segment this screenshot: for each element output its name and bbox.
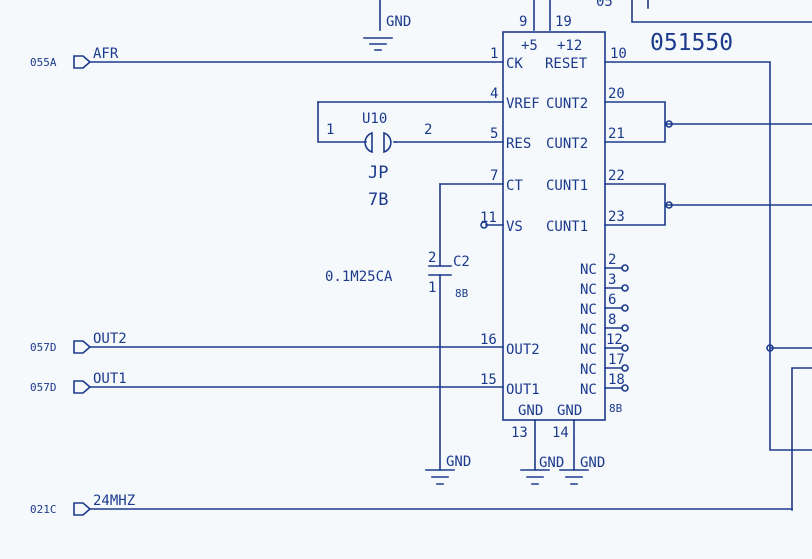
jumper-type: JP — [368, 163, 388, 183]
connector-arrow-out1 — [73, 380, 92, 394]
cunt1-junction — [665, 201, 673, 209]
capacitor-location: 8B — [455, 287, 469, 300]
pin-name-cunt1-b: CUNT1 — [546, 219, 588, 235]
gnd-symbol-top — [363, 37, 393, 51]
offpage-connector-out1: 057D OUT1 — [30, 371, 127, 394]
nc-label-12: NC — [580, 342, 597, 358]
pin-number-1: 1 — [490, 46, 498, 62]
pin-name-cunt2-a: CUNT2 — [546, 96, 588, 112]
jumper-ref: U10 — [362, 111, 387, 127]
top-fragments: GND 05 — [363, 0, 812, 51]
nc-pin-number-2: 2 — [608, 252, 616, 268]
pin-number-15: 15 — [480, 372, 497, 388]
gnd-symbol-c2 — [425, 469, 455, 485]
pin-name-cunt2-b: CUNT2 — [546, 136, 588, 152]
jumper-pin-2: 2 — [424, 122, 432, 138]
nc-label-18: NC — [580, 382, 597, 398]
jumper-pin-1: 1 — [326, 122, 334, 138]
pin-name-ck: CK — [506, 56, 523, 72]
capacitor-c2: 2 1 C2 8B 0.1M25CA — [325, 183, 470, 471]
pin-number-7: 7 — [490, 168, 498, 184]
capacitor-pin-1: 1 — [428, 280, 436, 296]
connector-ref-out2: 057D — [30, 341, 57, 354]
pin-number-13: 13 — [511, 425, 528, 441]
connector-arrow-24mhz — [73, 502, 92, 516]
connector-ref-out1: 057D — [30, 381, 57, 394]
pin-name-reset: RESET — [545, 56, 588, 72]
pin-number-16: 16 — [480, 332, 497, 348]
pin-number-14: 14 — [552, 425, 569, 441]
ic-pin-9: 9 — [519, 14, 527, 30]
pin-name-ct: CT — [506, 178, 523, 194]
connector-signal-24mhz: 24MHZ — [93, 493, 135, 509]
ic-power-plus5: +5 — [521, 38, 538, 54]
pin-11-no-connect — [480, 221, 488, 229]
ground-symbols: GND GND GND — [425, 454, 605, 485]
connector-signal-out1: OUT1 — [93, 371, 127, 387]
ic-051550: 9 19 +5 +12 051550 1 CK 4 VREF 5 RES 7 C… — [89, 14, 812, 511]
gnd-symbol-pin14 — [559, 469, 589, 485]
capacitor-ref: C2 — [453, 254, 470, 270]
pin-name-vref: VREF — [506, 96, 540, 112]
nc-pin-number-8: 8 — [608, 312, 616, 328]
pin-number-4: 4 — [490, 86, 498, 102]
jumper-left-half — [364, 131, 373, 154]
gnd-label-pin14: GND — [580, 455, 605, 471]
pin-number-5: 5 — [490, 126, 498, 142]
ic-pin-19: 19 — [555, 14, 572, 30]
capacitor-pin-2: 2 — [428, 250, 436, 266]
nc-label-6: NC — [580, 302, 597, 318]
jumper-u10: U10 1 2 JP 7B — [317, 101, 432, 210]
nc-pin-number-12: 12 — [606, 332, 623, 348]
connector-signal-out2: OUT2 — [93, 331, 127, 347]
connector-signal-afr: AFR — [93, 46, 119, 62]
nc-pins: 2 3 6 8 12 17 18 NC NC NC NC NC NC NC — [580, 252, 629, 398]
ic-body — [502, 31, 606, 421]
jumper-right-half — [383, 131, 392, 154]
connector-ref-24mhz: 021C — [30, 503, 57, 516]
partial-ref-label: 05 — [596, 0, 613, 10]
nc-label-17: NC — [580, 362, 597, 378]
pin-name-res: RES — [506, 136, 531, 152]
ic-power-plus12: +12 — [557, 38, 582, 54]
connector-arrow-afr — [73, 55, 92, 69]
pin-number-11: 11 — [480, 210, 497, 226]
pin-number-21: 21 — [608, 126, 625, 142]
nc-label-3: NC — [580, 282, 597, 298]
connector-arrow-out2 — [73, 340, 92, 354]
pin-name-vs: VS — [506, 219, 523, 235]
pin-name-cunt1-a: CUNT1 — [546, 178, 588, 194]
gnd-label-pin13: GND — [539, 455, 564, 471]
pin-number-23: 23 — [608, 209, 625, 225]
offpage-connector-24mhz: 021C 24MHZ — [30, 493, 793, 516]
cunt2-junction — [665, 120, 673, 128]
nc-label-2: NC — [580, 262, 597, 278]
nc-pin-number-17: 17 — [608, 352, 625, 368]
pin-number-22: 22 — [608, 168, 625, 184]
pin-number-20: 20 — [608, 86, 625, 102]
jumper-location: 7B — [368, 190, 388, 210]
capacitor-value: 0.1M25CA — [325, 269, 393, 285]
pin-name-gnd-13: GND — [518, 403, 543, 419]
connector-ref-afr: 055A — [30, 56, 57, 69]
offpage-connector-afr: 055A AFR — [30, 46, 119, 69]
ic-location-ref: 8B — [609, 402, 623, 415]
nc-pin-number-3: 3 — [608, 272, 616, 288]
offpage-connector-out2: 057D OUT2 — [30, 331, 127, 354]
nc-pin-number-18: 18 — [608, 372, 625, 388]
nc-label-8: NC — [580, 322, 597, 338]
pin-name-out2: OUT2 — [506, 342, 540, 358]
nc-pin-number-6: 6 — [608, 292, 616, 308]
pin-name-gnd-14: GND — [557, 403, 582, 419]
gnd-symbol-pin13 — [520, 469, 550, 485]
pin-number-10: 10 — [610, 46, 627, 62]
pin-name-out1: OUT1 — [506, 382, 540, 398]
ic-part-number: 051550 — [650, 30, 733, 56]
gnd-label-top: GND — [386, 14, 411, 30]
gnd-label-c2: GND — [446, 454, 471, 470]
